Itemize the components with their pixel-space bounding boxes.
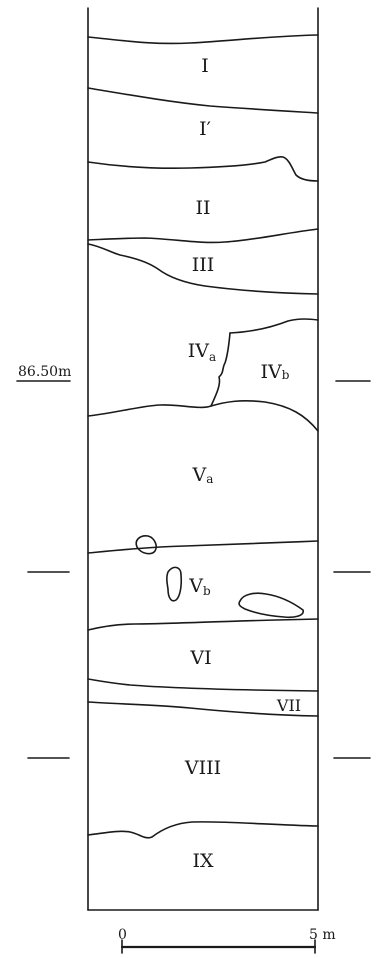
elevation-label: 86.50m <box>18 364 71 380</box>
boundary-I-Iprime <box>87 87 319 114</box>
layer-label-IVb-main: IV <box>261 361 283 383</box>
boundary-IVb-top <box>229 318 319 334</box>
layer-label-VIII: VIII <box>184 757 221 779</box>
boundary-II-III <box>87 228 319 244</box>
inclusion-lens <box>238 592 304 619</box>
layer-label-III: III <box>192 254 215 276</box>
layer-label-I: I <box>201 55 209 77</box>
inclusion-nodule-vertical <box>166 566 183 602</box>
boundary-VIII-IX <box>87 821 319 839</box>
boundary-III-lower <box>87 243 319 295</box>
layer-label-IVa-main: IV <box>188 340 210 362</box>
layer-label-Vb-main: V <box>188 575 203 597</box>
boundary-Vb-VI <box>87 618 319 631</box>
scale-label-start: 0 <box>118 927 127 943</box>
inclusion-nodule-upper <box>135 535 157 555</box>
layer-label-VII: VII <box>276 696 301 715</box>
layer-label-IVa-sub: a <box>209 350 216 364</box>
boundary-Iprime-II <box>87 156 319 182</box>
layer-label-Va-sub: a <box>206 472 213 486</box>
boundary-IV-Va <box>87 399 319 432</box>
boundary-VII-VIII <box>87 701 319 717</box>
scale-label-end: 5 m <box>309 927 336 943</box>
layer-label-IVb-sub: b <box>282 368 290 382</box>
layer-label-Va: Va <box>192 464 214 486</box>
boundary-IVa-IVb <box>210 332 231 407</box>
layer-label-VI: VI <box>189 647 211 669</box>
layer-label-IX: IX <box>192 850 214 872</box>
layer-label-IVa: IVa <box>188 340 216 364</box>
layer-label-I-prime: I′ <box>199 118 211 140</box>
layer-label-Vb: Vb <box>188 575 211 598</box>
layer-label-II: II <box>195 197 210 219</box>
boundary-top-I <box>87 34 319 45</box>
boundary-VI-VII <box>87 678 319 692</box>
layer-label-Vb-sub: b <box>203 584 211 598</box>
layer-label-Va-main: V <box>192 464 207 486</box>
layer-label-IVb: IVb <box>261 361 290 383</box>
boundary-Va-Vb <box>87 540 319 554</box>
